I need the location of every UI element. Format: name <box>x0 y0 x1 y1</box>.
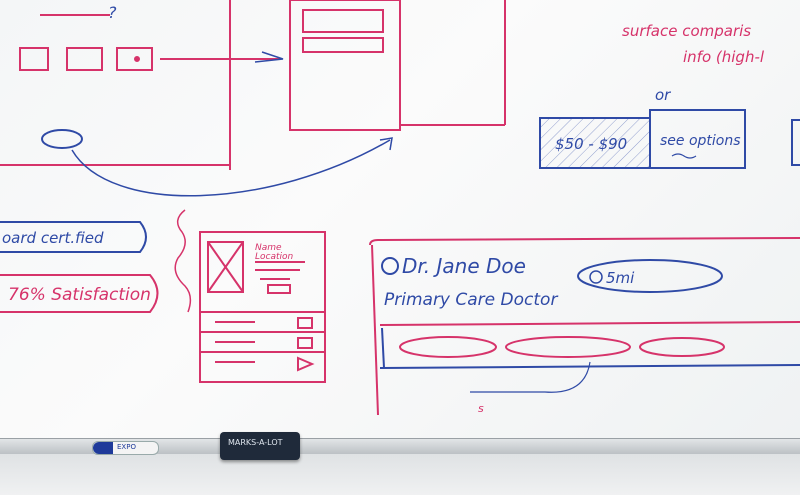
curved-arrow-head <box>379 137 393 151</box>
price-box: $50 - $90 see options <box>539 109 800 169</box>
pill-shape <box>505 336 631 358</box>
see-options-label: see options <box>660 133 741 149</box>
doctor-name: Dr. Jane Doe <box>402 254 526 278</box>
marker-tray <box>0 438 800 455</box>
curved-arrow <box>71 139 391 197</box>
top-right-note-line-2: info (high-l <box>683 48 765 66</box>
board-certified-label: oard cert.fied <box>2 229 104 247</box>
profile-name-label: Name <box>255 243 282 253</box>
question-mark: ? <box>108 3 117 22</box>
profile-location-label: Location <box>255 252 294 262</box>
expo-marker[interactable]: EXPO <box>92 441 159 455</box>
pill-shape <box>399 336 497 358</box>
dots-ellipse <box>41 129 83 149</box>
top-right-note-line-1: surface comparis <box>622 22 751 40</box>
profile-card-sketch <box>199 231 326 383</box>
avatar-circle <box>381 257 399 275</box>
eraser-label: MARKS-A-LOT <box>228 438 283 447</box>
arrow-sketch <box>254 51 284 63</box>
distance-pill <box>577 259 723 293</box>
board-certified-badge <box>0 221 147 253</box>
marker-label: EXPO <box>117 443 136 451</box>
top-left-wireframe <box>0 0 506 170</box>
pill-shape <box>639 337 725 357</box>
distance-label: 5mi <box>606 269 635 287</box>
bracket-squiggle <box>174 209 192 313</box>
marker-cap <box>93 442 113 454</box>
satisfaction-badge <box>0 274 159 313</box>
s-mark: s <box>478 402 484 415</box>
target-icon <box>589 270 603 284</box>
doctor-role: Primary Care Doctor <box>384 290 558 310</box>
tray-shadow <box>0 454 800 495</box>
satisfaction-label: 76% Satisfaction <box>8 285 151 305</box>
price-range: $50 - $90 <box>555 135 627 153</box>
doctor-card-sketch <box>369 237 800 416</box>
or-label: or <box>655 86 671 104</box>
eraser[interactable]: MARKS-A-LOT <box>220 432 300 460</box>
